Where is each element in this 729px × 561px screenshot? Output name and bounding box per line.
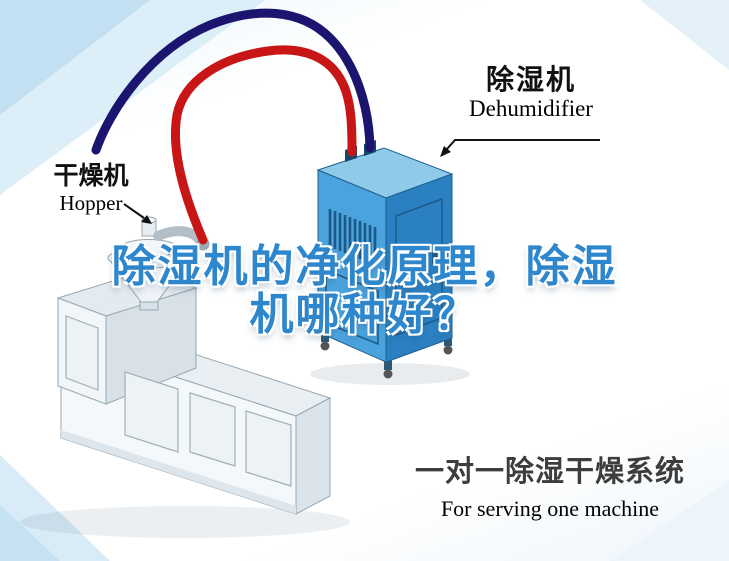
dryer-label-cn: 干燥机 xyxy=(53,162,129,190)
caption-block: 一对一除湿干燥系统 For serving one machine xyxy=(405,448,695,522)
dryer-label-en: Hopper xyxy=(59,190,123,215)
dehumidifier-label: 除湿机 Dehumidifier xyxy=(446,64,616,123)
hopper-machine-illustration xyxy=(56,216,332,515)
navy-pipe xyxy=(91,8,375,155)
caption-cn: 一对一除湿干燥系统 xyxy=(414,456,685,488)
main-title-line2: 机哪种好？ xyxy=(249,290,480,339)
main-title-line1: 除湿机的净化原理，除湿 xyxy=(111,242,618,291)
caption-en: For serving one machine xyxy=(440,496,660,521)
arrow-to-hopper xyxy=(123,203,152,224)
red-pipe xyxy=(170,45,357,245)
dehumidifier-label-en: Dehumidifier xyxy=(469,96,593,122)
dryer-label: 干燥机 Hopper xyxy=(36,162,146,215)
machine-shadow xyxy=(20,506,350,538)
arrow-to-dehumidifier xyxy=(440,139,600,157)
dehumidifier-illustration xyxy=(316,140,454,379)
vent-grille xyxy=(328,209,377,265)
dehumidifier-label-cn: 除湿机 xyxy=(485,64,576,95)
